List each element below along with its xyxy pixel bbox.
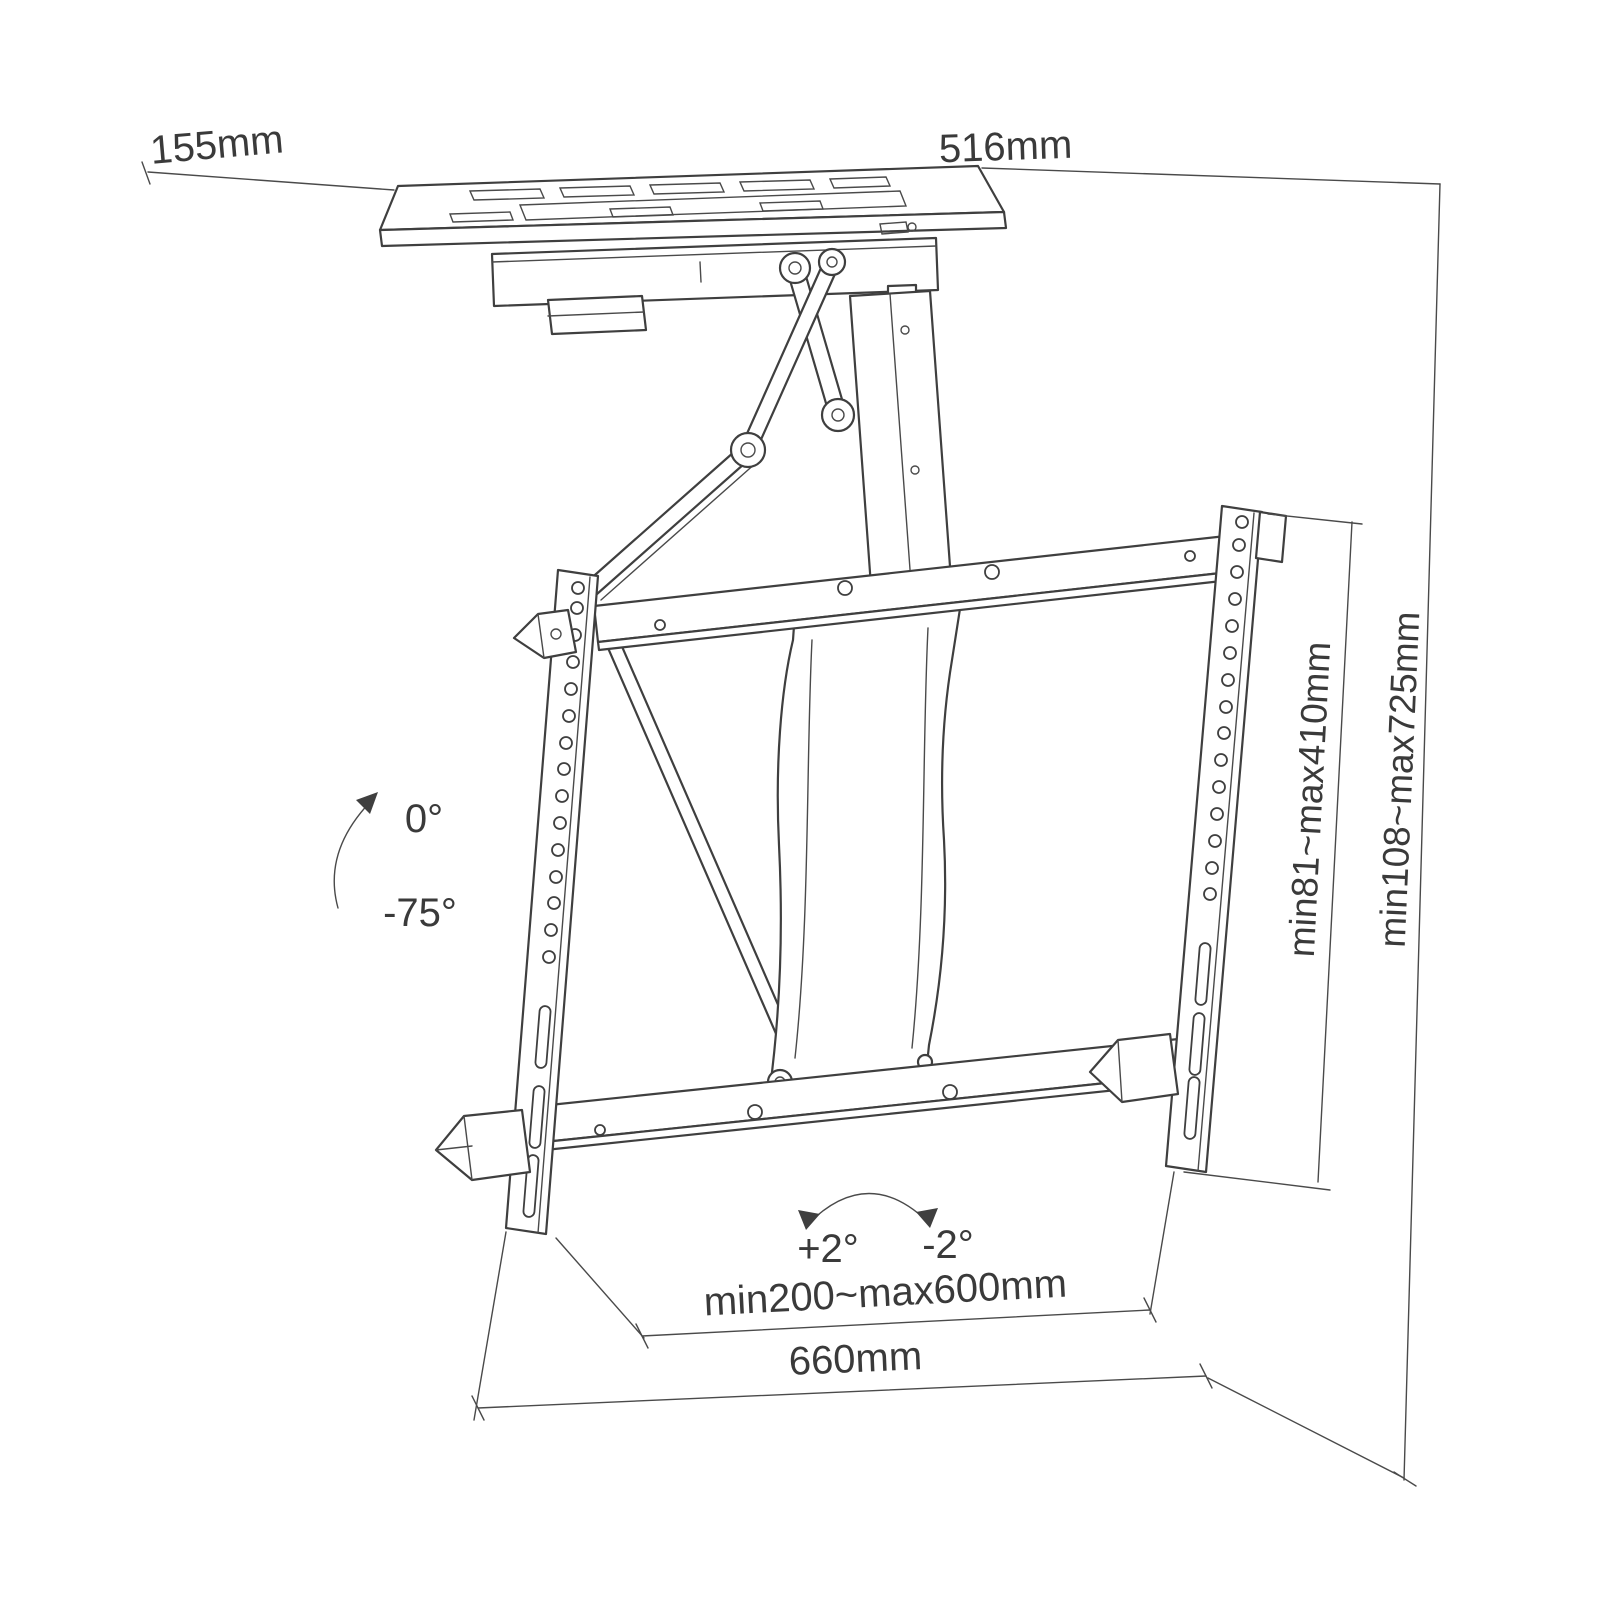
screw (837, 580, 853, 596)
screw (747, 1104, 763, 1120)
label-bracket-height-range: min81~max410mm (1281, 641, 1338, 958)
spacer-blocks (434, 510, 1288, 1182)
arrowhead (916, 1208, 938, 1228)
pivot-joint (817, 247, 847, 277)
pivot-joint (778, 251, 812, 285)
label-mount-width-range: min200~max600mm (703, 1262, 1068, 1325)
screw (984, 564, 1000, 580)
central-spine-plate (766, 594, 964, 1096)
pivot-joint (820, 397, 856, 433)
ceiling-plate (378, 164, 1008, 248)
label-swing-right: -2° (922, 1223, 974, 1267)
label-tilt-upper: 0° (405, 797, 443, 841)
dimension-lines (141, 161, 1441, 1487)
right-vesa-rail (1164, 504, 1264, 1174)
tilt-angle-indicator (333, 792, 378, 909)
pivot-joint (729, 431, 767, 469)
label-overall-height-range: min108~max725mm (1372, 611, 1428, 949)
diagonal-support-arm (596, 617, 808, 1077)
label-overall-width: 660mm (788, 1334, 923, 1384)
screw (1184, 550, 1196, 562)
left-vesa-rail (504, 568, 600, 1236)
label-plate-length: 516mm (938, 123, 1073, 172)
arrowhead (798, 1210, 820, 1230)
scissor-linkage (585, 247, 856, 601)
screw (942, 1084, 958, 1100)
label-plate-depth: 155mm (149, 117, 286, 172)
swing-angle-indicator (798, 1192, 938, 1230)
lift-column (848, 289, 954, 602)
label-tilt-lower: -75° (383, 891, 457, 935)
screw (594, 1124, 606, 1136)
label-swing-left: +2° (797, 1227, 859, 1271)
screw (654, 619, 666, 631)
arrowhead (356, 792, 378, 814)
